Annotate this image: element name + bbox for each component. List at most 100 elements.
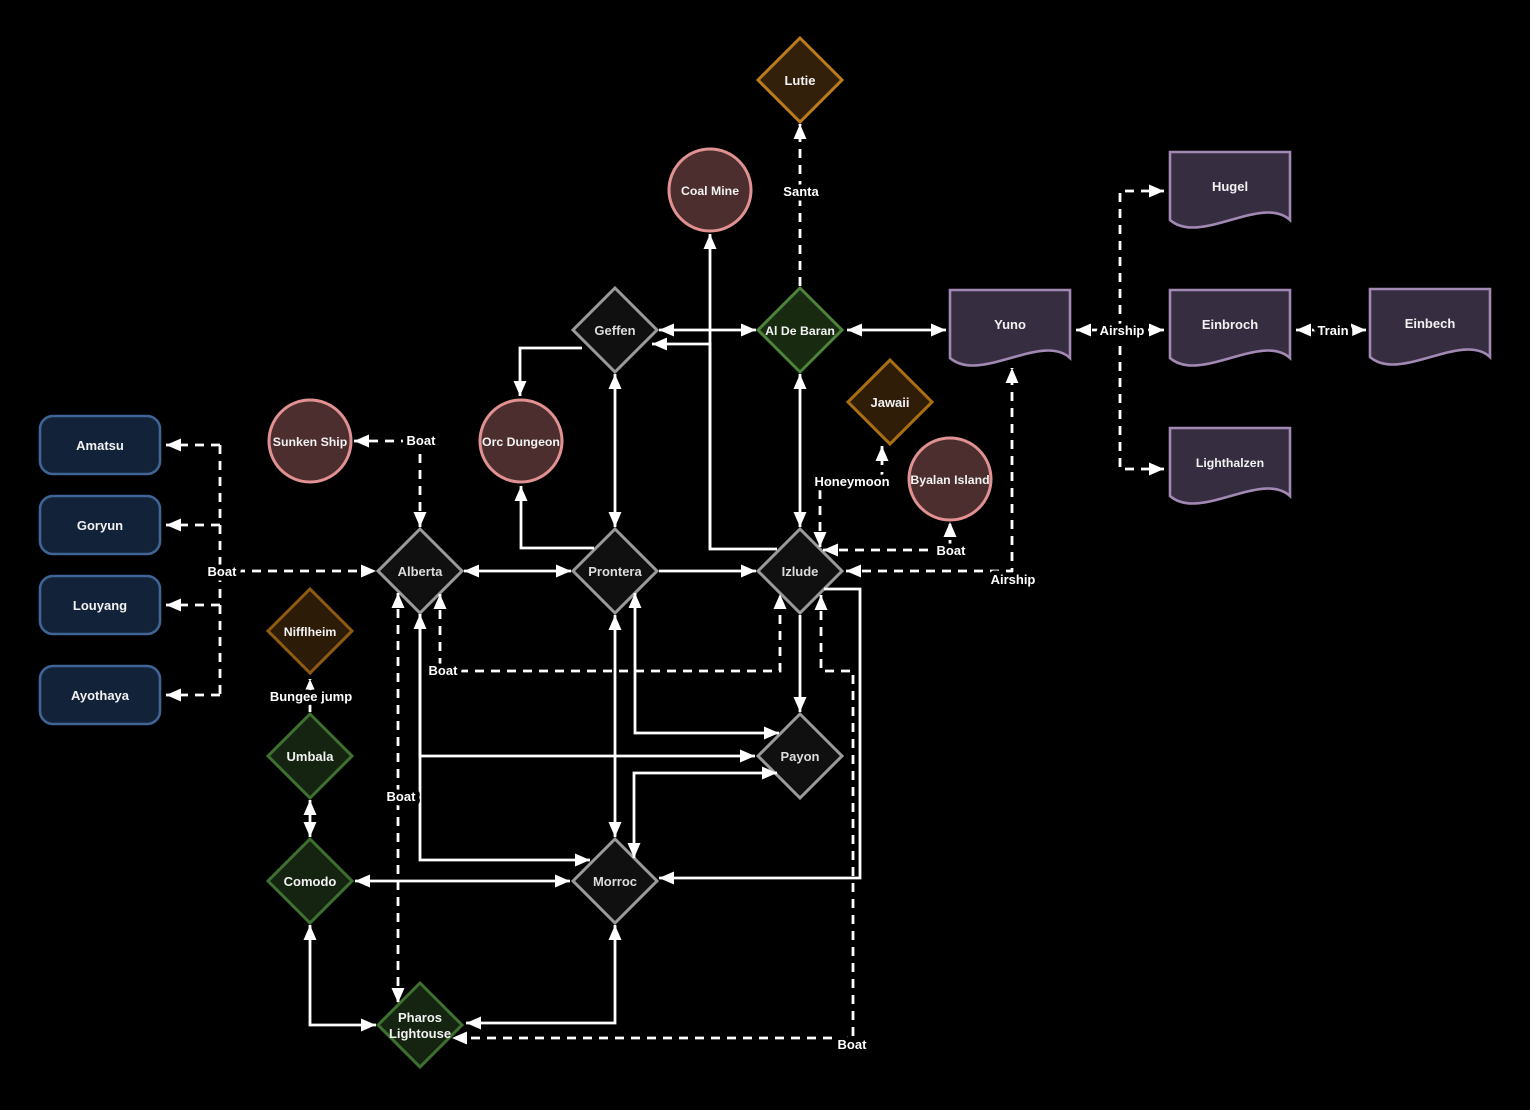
diamond-shape — [265, 586, 355, 676]
arrowhead-icon — [391, 593, 405, 608]
arrowhead-icon — [1296, 323, 1311, 337]
arrowhead-icon — [166, 598, 181, 612]
edge-izlude-morroc — [659, 587, 862, 885]
node-label: Hugel — [1212, 179, 1248, 194]
node-label: Coal Mine — [681, 184, 739, 198]
edge-alberta-prontera — [464, 564, 571, 578]
edge-alberta-payon — [413, 614, 755, 763]
edge-airship-lighthalzen — [1118, 330, 1164, 476]
diamond-shape — [375, 980, 465, 1070]
node-coal-mine: Coal Mine — [667, 147, 753, 233]
arrowhead-icon — [659, 871, 674, 885]
edge-trunk-goryun — [166, 518, 220, 532]
node-label: Comodo — [284, 874, 337, 889]
edge-label-alberta-sunken-ship: Boat — [407, 433, 437, 448]
node-label: Prontera — [588, 564, 642, 579]
circle-shape — [907, 436, 993, 522]
arrowhead-icon — [464, 564, 479, 578]
arrowhead-icon — [740, 749, 755, 763]
arrowhead-icon — [608, 822, 622, 837]
edge-line — [652, 342, 777, 551]
edge-comodo-morroc — [355, 874, 570, 888]
arrowhead-icon — [875, 446, 889, 461]
edge-comodo-pharos — [303, 925, 376, 1032]
edge-morroc-payon — [627, 766, 777, 858]
node-lighthalzen: Lighthalzen — [1168, 426, 1292, 505]
document-shape — [1168, 426, 1292, 505]
edge-alberta-morroc — [418, 614, 590, 867]
edge-label-yuno-einbroch: Airship — [1100, 323, 1145, 338]
edge-prontera-izlude — [659, 564, 756, 578]
arrowhead-icon — [741, 564, 756, 578]
arrowhead-icon — [303, 822, 317, 837]
diamond-shape — [570, 526, 660, 616]
edge-label-alberta-izlude: Boat — [429, 663, 459, 678]
arrowhead-icon — [466, 1016, 481, 1030]
edge-umbala-comodo — [303, 800, 317, 837]
edge-izlude-payon — [793, 615, 807, 712]
arrowhead-icon — [303, 925, 317, 940]
node-ayothaya: Ayothaya — [38, 664, 162, 726]
node-label: Al De Baran — [765, 324, 835, 338]
edge-umbala-nifflheim — [303, 679, 317, 712]
node-byalan-island: Byalan Island — [907, 436, 993, 522]
diamond-shape — [755, 711, 845, 801]
edge-label-izlude-jawaii: Honeymoon — [814, 474, 889, 489]
node-label: Payon — [780, 749, 819, 764]
node-einbech: Einbech — [1368, 287, 1492, 366]
edge-izlude-byalan — [823, 522, 957, 557]
edge-line — [1118, 330, 1164, 471]
edge-line — [418, 614, 755, 758]
node-label: Lutie — [784, 73, 815, 88]
node-label: Izlude — [782, 564, 819, 579]
arrowhead-icon — [514, 486, 528, 501]
arrowhead-icon — [659, 323, 674, 337]
node-label: Orc Dungeon — [482, 435, 560, 449]
node-label: Lightouse — [389, 1026, 451, 1041]
node-comodo: Comodo — [265, 836, 355, 926]
diamond-shape — [570, 285, 660, 375]
arrowhead-icon — [556, 564, 571, 578]
node-label: Einbech — [1405, 316, 1456, 331]
edge-prontera-orc-dungeon — [514, 486, 594, 550]
node-morroc: Morroc — [570, 836, 660, 926]
node-payon: Payon — [755, 711, 845, 801]
node-jawaii: Jawaii — [845, 357, 935, 447]
node-label: Goryun — [77, 518, 123, 533]
arrowhead-icon — [608, 615, 622, 630]
arrowhead-icon — [166, 518, 181, 532]
edge-trunk-ayothaya — [166, 688, 220, 702]
arrowhead-icon — [793, 697, 807, 712]
arrowhead-icon — [166, 688, 181, 702]
arrowhead-icon — [847, 323, 862, 337]
arrowhead-icon — [1149, 462, 1164, 476]
diamond-shape — [570, 836, 660, 926]
node-label: Jawaii — [870, 395, 909, 410]
arrowhead-icon — [361, 564, 376, 578]
edge-label-izlude-yuno: Airship — [991, 572, 1036, 587]
node-label: Einbroch — [1202, 317, 1258, 332]
node-label: Sunken Ship — [273, 435, 347, 449]
arrowhead-icon — [773, 594, 787, 609]
arrowhead-icon — [1076, 323, 1091, 337]
edge-alberta-sunken-ship — [354, 434, 427, 527]
node-label: Pharos — [398, 1010, 442, 1025]
diamond-shape — [375, 526, 465, 616]
edge-aldebaran-izlude — [793, 374, 807, 527]
arrowhead-icon — [361, 1018, 376, 1032]
arrowhead-icon — [354, 434, 369, 448]
node-orc-dungeon: Orc Dungeon — [478, 398, 564, 484]
edge-aldebaran-yuno — [847, 323, 946, 337]
node-amatsu: Amatsu — [38, 414, 162, 476]
node-label: Amatsu — [76, 438, 124, 453]
arrowhead-icon — [452, 1031, 467, 1045]
node-label: Lighthalzen — [1196, 456, 1264, 470]
arrowhead-icon — [793, 124, 807, 139]
edge-line — [632, 771, 777, 858]
edge-line — [308, 925, 376, 1027]
arrowhead-icon — [931, 323, 946, 337]
arrowhead-icon — [433, 594, 447, 609]
arrowhead-icon — [413, 512, 427, 527]
